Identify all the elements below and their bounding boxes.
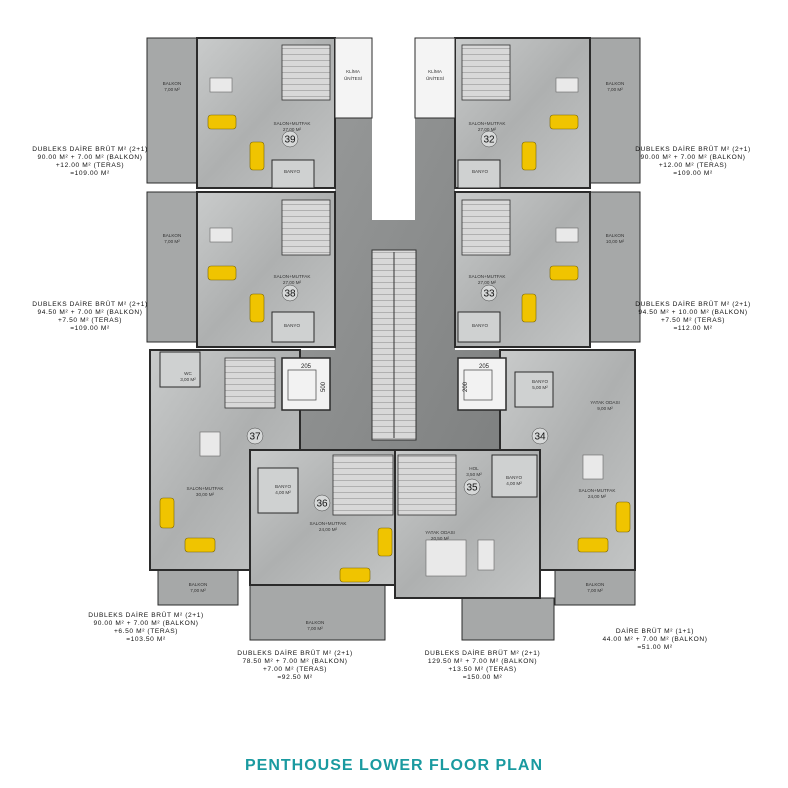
room-area: 30,00 M² xyxy=(196,492,215,497)
unit-number: 37 xyxy=(249,432,261,443)
room-area: 27,00 M² xyxy=(478,280,497,285)
room-area: 5,00 M² xyxy=(532,385,548,390)
balconies xyxy=(146,37,641,641)
klima-label: ÜNİTESİ xyxy=(426,75,444,81)
room-label: SALON+MUTFAK xyxy=(274,121,312,126)
elevator-dim: 500 xyxy=(321,381,327,392)
room-area: 27,00 M² xyxy=(478,127,497,132)
room-area: 4,00 M² xyxy=(506,481,522,486)
room-label: BANYO xyxy=(472,323,489,328)
room-area: 27,00 M² xyxy=(283,280,302,285)
room-label: SALON+MUTFAK xyxy=(310,521,348,526)
unit-number: 32 xyxy=(483,135,495,146)
room-label: BANYO xyxy=(275,484,292,489)
room-label: YATAK ODASI xyxy=(425,530,455,535)
room-area: 4,00 M² xyxy=(275,490,291,495)
room-area: 7,00 M² xyxy=(190,588,206,593)
area-annotation-33: DUBLEKS DAİRE BRÜT M² (2+1)94.50 M² + 10… xyxy=(635,301,751,332)
central-corridor xyxy=(300,38,500,450)
elevator-dim: 200 xyxy=(463,381,469,392)
room-label: BALKON xyxy=(306,620,325,625)
area-annotation-32: DUBLEKS DAİRE BRÜT M² (2+1)90.00 M² + 7.… xyxy=(635,146,751,177)
room-label: BALKON xyxy=(163,81,182,86)
unit-number: 34 xyxy=(534,432,546,443)
elevator-dim: 205 xyxy=(301,364,312,370)
room-label: BANYO xyxy=(532,379,549,384)
room-area: 24,00 M² xyxy=(319,527,338,532)
unit-number: 38 xyxy=(284,289,296,300)
room-label: BALKON xyxy=(606,81,625,86)
room-area: 7,00 M² xyxy=(164,239,180,244)
klima-label: KLİMA xyxy=(346,68,361,74)
room-area: 3,00 M² xyxy=(180,377,196,382)
area-annotation-39: DUBLEKS DAİRE BRÜT M² (2+1)90.00 M² + 7.… xyxy=(32,146,148,177)
room-area: 10,00 M² xyxy=(606,239,625,244)
room-area: 7,00 M² xyxy=(307,626,323,631)
unit-number: 33 xyxy=(483,289,495,300)
room-label: SALON+MUTFAK xyxy=(579,488,617,493)
room-label: SALON+MUTFAK xyxy=(469,121,507,126)
room-label: BALKON xyxy=(606,233,625,238)
room-area: 20,50 M² xyxy=(431,536,450,541)
room-label: BANYO xyxy=(284,169,301,174)
unit-number: 39 xyxy=(284,135,296,146)
area-annotation-35: DUBLEKS DAİRE BRÜT M² (2+1)129.50 M² + 7… xyxy=(424,650,541,681)
room-label: HOL xyxy=(469,466,479,471)
room-area: 24,00 M² xyxy=(588,494,607,499)
klima-units: KLİMA ÜNİTESİ KLİMA ÜNİTESİ xyxy=(334,37,456,119)
bathrooms xyxy=(159,159,554,514)
room-label: SALON+MUTFAK xyxy=(274,274,312,279)
room-area: 7,00 M² xyxy=(164,87,180,92)
room-area: 3,50 M² xyxy=(466,472,482,477)
furniture xyxy=(159,114,631,583)
room-label: BANYO xyxy=(472,169,489,174)
room-labels: SALON+MUTFAK 27,00 M² BANYO BALKON 7,00 … xyxy=(163,81,625,631)
room-area: 7,00 M² xyxy=(587,588,603,593)
unit-stairs xyxy=(224,44,511,516)
room-label: SALON+MUTFAK xyxy=(187,486,225,491)
room-label: BALKON xyxy=(189,582,208,587)
klima-label: KLİMA xyxy=(428,68,443,74)
tables xyxy=(199,77,604,577)
room-label: YATAK ODASI xyxy=(590,400,620,405)
elevator-dim: 205 xyxy=(479,364,490,370)
room-label: BANYO xyxy=(506,475,523,480)
klima-label: ÜNİTESİ xyxy=(344,75,362,81)
elevators: 205 500 205 200 xyxy=(281,357,507,411)
room-label: SALON+MUTFAK xyxy=(469,274,507,279)
unit-number: 36 xyxy=(316,499,328,510)
area-annotation-36: DUBLEKS DAİRE BRÜT M² (2+1)78.50 M² + 7.… xyxy=(237,650,353,681)
page-title: PENTHOUSE LOWER FLOOR PLAN xyxy=(245,757,543,774)
room-area: 27,00 M² xyxy=(283,127,302,132)
room-label: BANYO xyxy=(284,323,301,328)
room-area: 9,00 M² xyxy=(597,406,613,411)
unit-numbers: 39 32 38 33 37 36 35 34 xyxy=(246,130,549,512)
unit-number: 35 xyxy=(466,483,478,494)
area-annotation-34: DAİRE BRÜT M² (1+1)44.00 M² + 7.00 M² (B… xyxy=(602,628,708,651)
room-label: WC xyxy=(184,371,192,376)
area-annotation-38: DUBLEKS DAİRE BRÜT M² (2+1)94.50 M² + 7.… xyxy=(32,301,148,332)
room-label: BALKON xyxy=(586,582,605,587)
room-label: BALKON xyxy=(163,233,182,238)
room-area: 7,00 M² xyxy=(607,87,623,92)
area-annotation-37: DUBLEKS DAİRE BRÜT M² (2+1)90.00 M² + 7.… xyxy=(88,612,204,643)
